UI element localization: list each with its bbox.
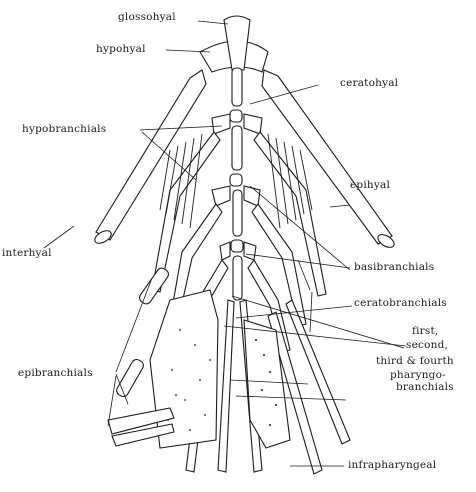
epihyal-left	[96, 70, 206, 240]
label-epihyal: epihyal	[350, 180, 390, 191]
label-pharyngo: pharyngo-	[390, 370, 446, 381]
basibranchial-column	[230, 68, 243, 300]
label-branchials: branchials	[396, 382, 454, 393]
label-ceratohyal: ceratohyal	[340, 78, 398, 89]
label-basibranchials: basibranchials	[354, 262, 434, 273]
label-interhyal: interhyal	[2, 248, 52, 259]
label-hypobranchials: hypobranchials	[22, 124, 106, 135]
label-epibranchials: epibranchials	[18, 368, 93, 379]
epihyal-right	[262, 70, 392, 244]
label-third-fourth: third & fourth	[376, 356, 454, 367]
label-ceratobranchials: ceratobranchials	[354, 298, 447, 309]
label-second: second,	[406, 340, 448, 351]
label-glossohyal: glossohyal	[118, 12, 176, 23]
label-hypohyal: hypohyal	[96, 44, 146, 55]
label-infrapharyngeal: infrapharyngeal	[348, 460, 436, 471]
ceratobranchials-right	[248, 132, 326, 352]
pharyngobranchial-plate	[150, 290, 218, 448]
label-first: first,	[412, 326, 438, 337]
